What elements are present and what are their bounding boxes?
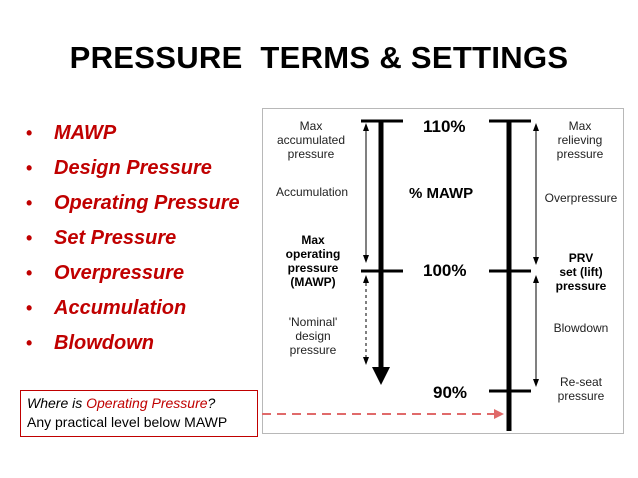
bullet-dot-icon: • [26,193,33,213]
overpressure-top-arrow-icon [533,123,539,131]
label-reseat-pressure: Re-seat pressure [557,375,605,403]
bullet-text: Overpressure [54,262,185,284]
bullet-text: Accumulation [54,297,187,319]
blowdown-bottom-arrow-icon [533,379,539,387]
pct-100: 100% [423,261,467,280]
bullet-text: Blowdown [54,332,154,354]
callout-question: Where is Operating Pressure? [27,394,251,413]
accumulation-bottom-arrow-icon [363,255,369,263]
bullet-text: Set Pressure [54,227,177,249]
label-nominal-design-pressure: 'Nominal' design pressure [288,315,338,357]
bullet-dot-icon: • [26,298,33,318]
label-accumulation: Accumulation [275,185,349,199]
bullet-dot-icon: • [26,228,33,248]
pct-110: 110% [423,117,466,136]
label-prv-set-pressure: PRV set (lift) pressure [555,251,607,293]
design-top-arrow-icon [363,275,369,283]
bullet-dot-icon: • [26,263,33,283]
page-title: PRESSURE TERMS & SETTINGS [69,40,569,75]
bullet-set-pressure: • Set Pressure [26,221,240,256]
bullet-dot-icon: • [26,333,33,353]
callout-highlight: Operating Pressure [86,395,208,411]
bullet-text: Design Pressure [54,157,212,179]
bullet-blowdown: • Blowdown [26,326,240,361]
bullet-mawp: • MAWP [26,116,240,151]
label-max-accumulated-pressure: Max accumulated pressure [276,119,346,161]
main-arrow-head-icon [372,367,390,385]
bullet-list: • MAWP • Design Pressure • Operating Pressu… [26,116,240,361]
operating-pressure-callout: Where is Operating Pressure? Any practic… [20,390,258,437]
callout-suffix: ? [207,395,216,411]
bullet-design-pressure: • Design Pressure [26,151,240,186]
bullet-overpressure: • Overpressure [26,256,240,291]
bullet-dot-icon: • [26,123,33,143]
bullet-text: Operating Pressure [54,192,240,214]
label-max-relieving-pressure: Max relieving pressure [556,119,604,161]
accumulation-top-arrow-icon [363,123,369,131]
pressure-diagram: Max accumulated pressure Accumulation Ma… [262,108,624,434]
label-blowdown: Blowdown [553,321,609,335]
diagram-lines [361,119,539,431]
overpressure-bottom-arrow-icon [533,257,539,265]
label-overpressure: Overpressure [544,191,618,205]
design-bottom-arrow-icon [363,357,369,365]
bullet-accumulation: • Accumulation [26,291,240,326]
bullet-operating-pressure: • Operating Pressure [26,186,240,221]
pct-mawp-label: % MAWP [409,185,474,202]
pct-90: 90% [433,383,468,402]
bullet-dot-icon: • [26,158,33,178]
label-max-operating-pressure: Max operating pressure (MAWP) [285,233,341,289]
callout-answer: Any practical level below MAWP [27,414,228,430]
callout-prefix: Where is [27,395,87,411]
bullet-text: MAWP [54,122,117,144]
blowdown-top-arrow-icon [533,275,539,283]
